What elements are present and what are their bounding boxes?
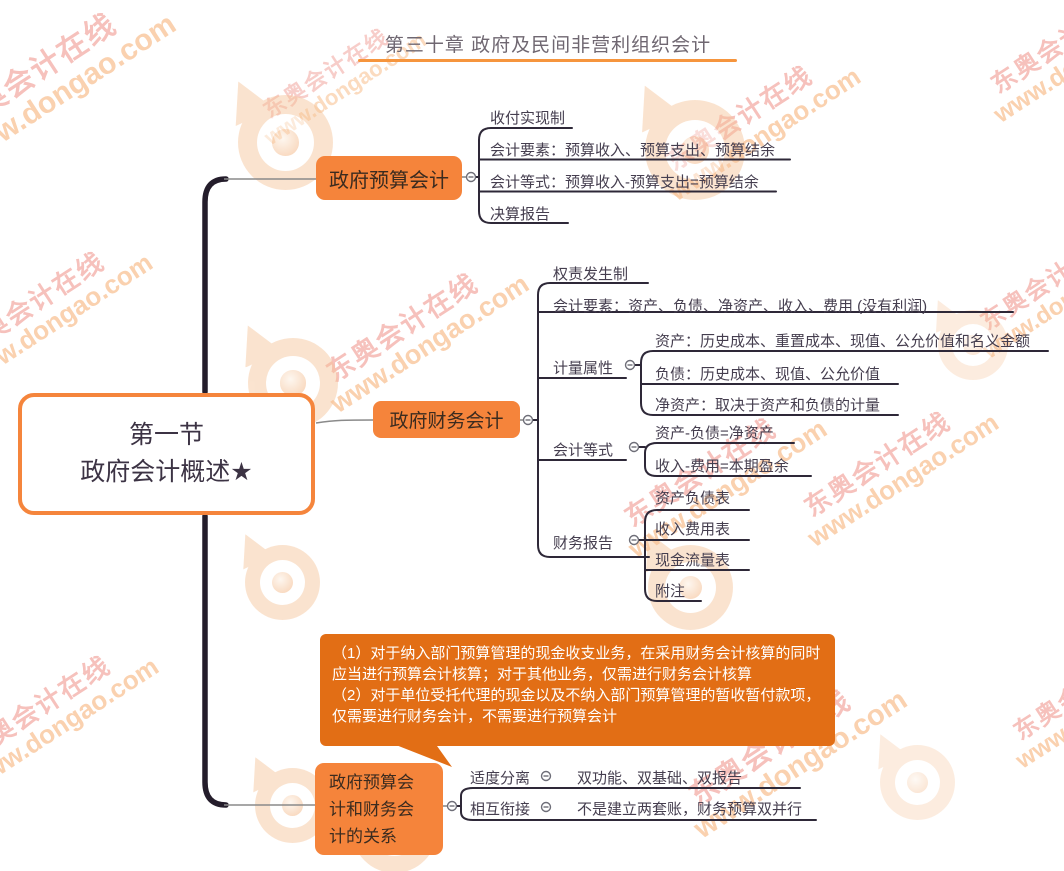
topic-measure-netassets[interactable]: 净资产：取决于资产和负债的计量 xyxy=(655,397,881,414)
topic-cash-flow[interactable]: 现金流量表 xyxy=(655,552,731,569)
topic-budget-accounting[interactable]: 政府预算会计 xyxy=(316,156,462,200)
topic-measure-assets[interactable]: 资产：历史成本、重置成本、现值、公允价值和名义金额 xyxy=(655,333,1031,350)
topic-financial-accounting[interactable]: 政府财务会计 xyxy=(373,401,520,438)
collapse-handle[interactable] xyxy=(540,770,552,782)
main-spine-top xyxy=(202,176,229,395)
topic-finance-elements[interactable]: 会计要素：资产、负债、净资产、收入、费用 (没有利润) xyxy=(553,298,928,315)
root-topic[interactable]: 第一节 政府会计概述★ xyxy=(18,393,315,515)
topic-budget-elements[interactable]: 会计要素：预算收入、预算支出、预算结余 xyxy=(490,142,776,159)
main-spine-bottom xyxy=(202,513,229,808)
collapse-handle[interactable] xyxy=(540,801,552,813)
finance-bracket xyxy=(537,282,650,558)
relation-bracket xyxy=(460,787,817,821)
topic-connection-detail[interactable]: 不是建立两套账，财务预算双并行 xyxy=(577,801,803,818)
topic-equation-surplus[interactable]: 收入-费用=本期盈余 xyxy=(655,458,789,475)
equation-bracket xyxy=(644,442,812,477)
topic-cash-basis[interactable]: 收付实现制 xyxy=(490,110,566,127)
topic-equation-balance[interactable]: 资产-负债=净资产 xyxy=(655,425,774,442)
topic-relation[interactable]: 政府预算会计和财务会计的关系 xyxy=(315,763,443,855)
topic-budget-equation[interactable]: 会计等式：预算收入-预算支出=预算结余 xyxy=(490,174,759,191)
topic-notes[interactable]: 附注 xyxy=(655,583,686,600)
topic-balance-sheet[interactable]: 资产负债表 xyxy=(655,490,731,507)
collapse-handle[interactable] xyxy=(624,359,636,371)
topic-equation[interactable]: 会计等式 xyxy=(553,442,614,459)
topic-moderate-separation[interactable]: 适度分离 xyxy=(470,770,531,787)
root-topic-line2: 政府会计概述★ xyxy=(80,458,253,486)
topic-measure-liability[interactable]: 负债：历史成本、现值、公允价值 xyxy=(655,366,881,383)
collapse-handle[interactable] xyxy=(446,800,458,812)
collapse-handle[interactable] xyxy=(465,171,477,183)
topic-income-expense[interactable]: 收入费用表 xyxy=(655,521,731,538)
topic-final-report[interactable]: 决算报告 xyxy=(490,206,551,223)
topic-report[interactable]: 财务报告 xyxy=(553,535,614,552)
topic-accrual-basis[interactable]: 权责发生制 xyxy=(553,266,629,283)
root-topic-line1: 第一节 xyxy=(128,421,204,449)
note-item-1: （1）对于纳入部门预算管理的现金收支业务，在采用财务会计核算的同时应当进行预算会… xyxy=(332,645,821,683)
page-title: 第三十章 政府及民间非营利组织会计 xyxy=(384,35,712,56)
collapse-handle[interactable] xyxy=(628,534,640,546)
topic-separation-detail[interactable]: 双功能、双基础、双报告 xyxy=(577,770,743,787)
budget-bracket xyxy=(478,127,573,224)
note-item-2: （2）对于单位受托代理的现金以及不纳入部门预算管理的暂收暂付款项，仅需要进行财务… xyxy=(332,687,821,725)
report-bracket xyxy=(644,509,750,602)
connector-finance xyxy=(315,419,375,424)
topic-measurement[interactable]: 计量属性 xyxy=(553,360,614,377)
collapse-handle[interactable] xyxy=(628,441,640,453)
title-underline xyxy=(358,59,737,62)
topic-mutual-connection[interactable]: 相互衔接 xyxy=(470,801,531,818)
note-callout[interactable]: （1）对于纳入部门预算管理的现金收支业务，在采用财务会计核算的同时应当进行预算会… xyxy=(320,634,835,746)
collapse-handle[interactable] xyxy=(522,414,534,426)
